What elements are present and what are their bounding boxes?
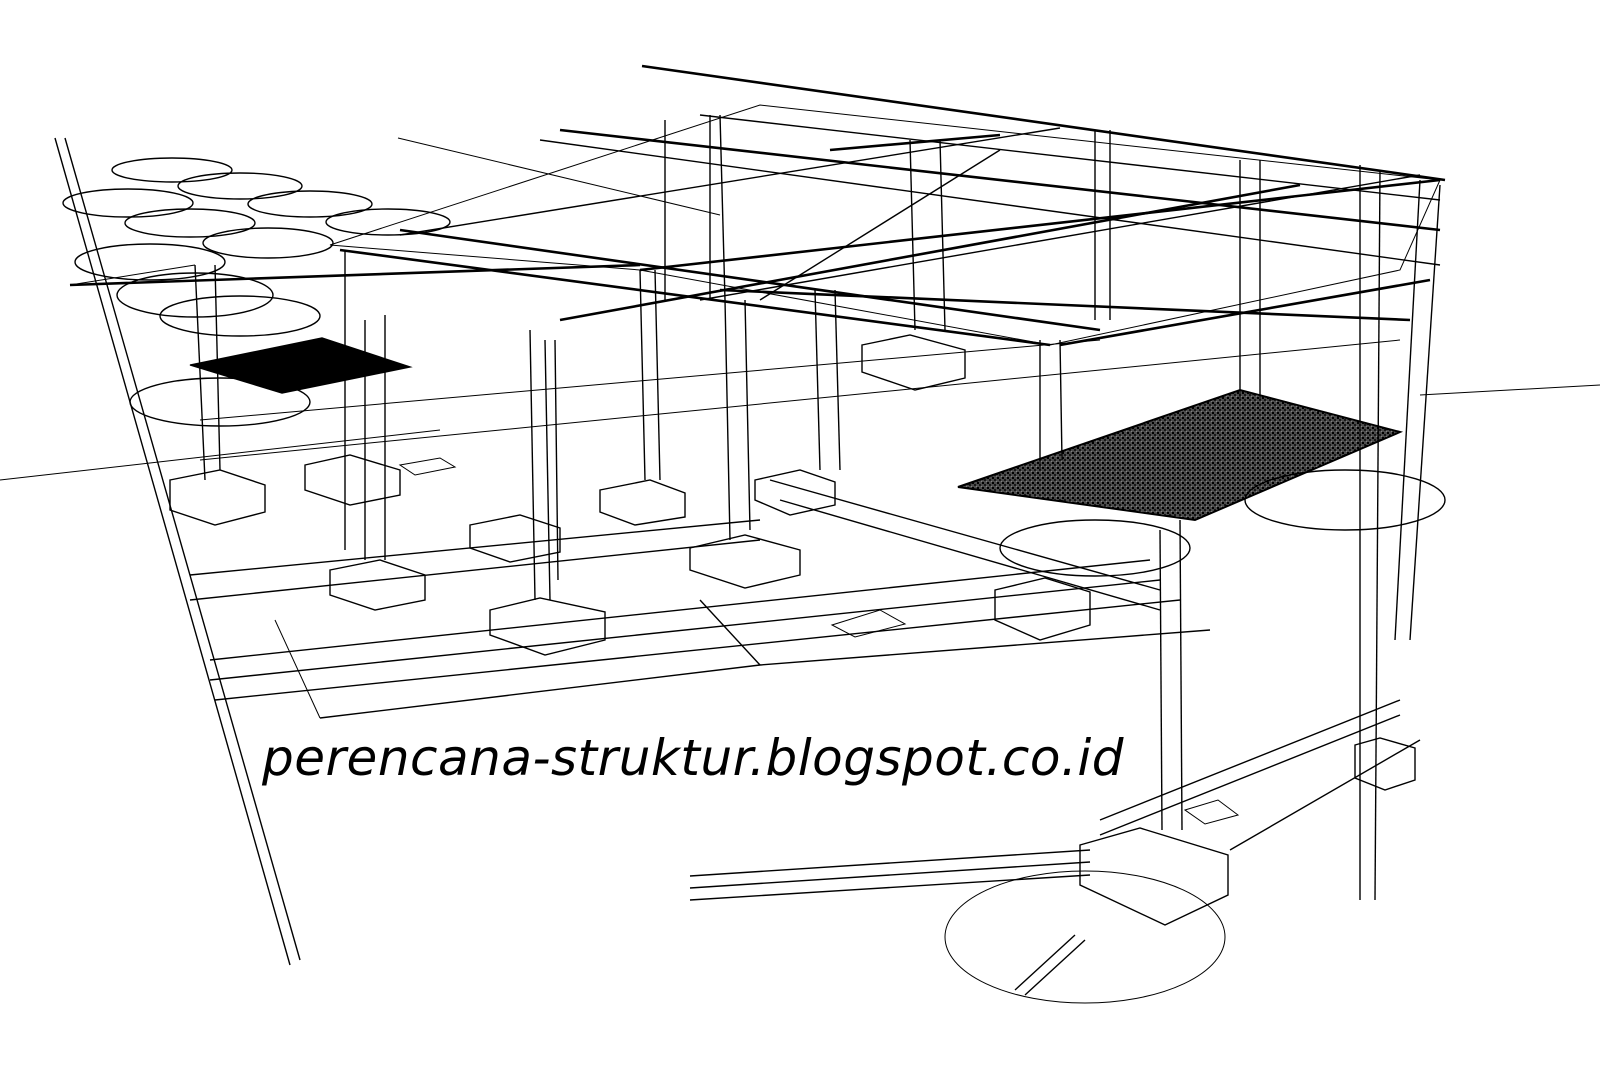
upper-beam-grid <box>69 104 1441 347</box>
tie-beams <box>189 339 1421 901</box>
footings <box>169 334 1416 926</box>
guide-lines <box>0 64 1600 966</box>
openings <box>274 457 1240 996</box>
slab-solid <box>189 337 413 394</box>
slab-hatched <box>957 388 1404 522</box>
watermark-url: perencana-struktur.blogspot.co.id <box>262 729 1124 787</box>
columns <box>194 114 1441 901</box>
